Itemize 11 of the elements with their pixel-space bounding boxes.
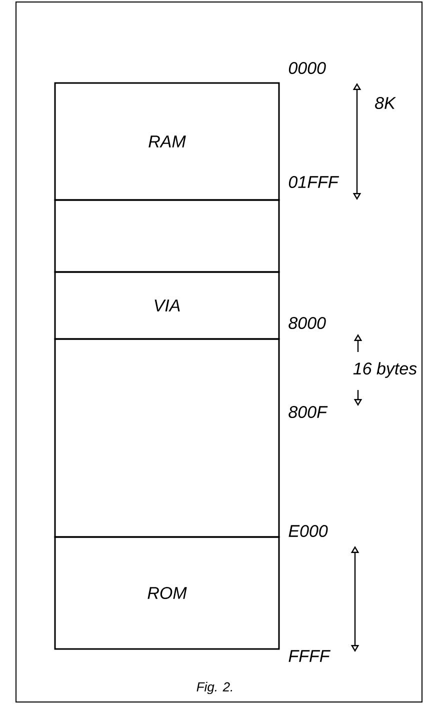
dimension-label: 8K — [375, 97, 396, 110]
dimension-label: 16 bytes — [353, 362, 417, 378]
address-label: E000 — [288, 524, 328, 538]
memory-block: ROM — [54, 536, 280, 650]
memory-block — [54, 199, 280, 273]
memory-block: VIA — [54, 271, 280, 340]
figure-caption: Fig. 2. — [196, 682, 232, 694]
address-label: 8000 — [288, 316, 326, 330]
memory-block: RAM — [54, 82, 280, 201]
memory-block — [54, 338, 280, 538]
address-label: 01FFF — [288, 176, 340, 188]
